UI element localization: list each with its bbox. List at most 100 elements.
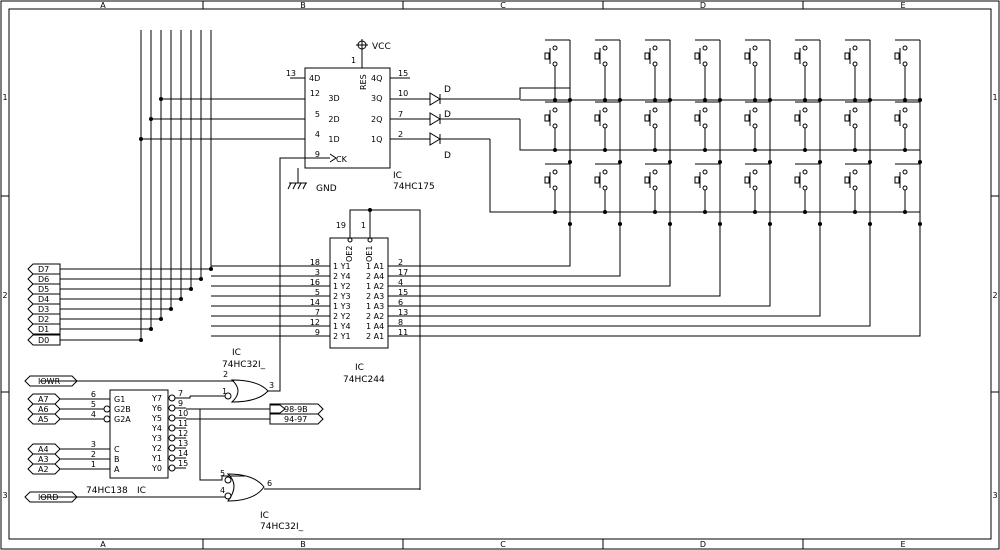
or-bot-pin-4: 4 [220, 486, 225, 495]
switch-contact [802, 185, 808, 191]
addr-98-9b-flag [269, 403, 324, 415]
switch-contact [852, 185, 858, 191]
diode-3-label: D [444, 151, 451, 161]
or-top-ref: IC [232, 348, 241, 358]
databus-label-d5: D5 [38, 285, 49, 294]
or-gate-bottom: 5 4 6 IC 74HC32I_ [40, 469, 420, 532]
ic244-left-name: 1 Y2 [333, 282, 351, 291]
ic138-output-name: Y2 [151, 444, 162, 453]
frame-row-2: 2 [2, 291, 7, 300]
push-switch-icon [694, 39, 722, 102]
iowr-flag [24, 375, 78, 387]
databus-flag [27, 334, 61, 346]
junction-dot [553, 98, 557, 102]
inversion-bubble [168, 424, 176, 432]
ic138-output-name: Y0 [151, 464, 162, 473]
ic175-pin-7: 7 [398, 110, 403, 119]
ic175-in-2d: 2D [328, 115, 339, 124]
junction-dot [139, 137, 143, 141]
frame-row-1-right: 1 [992, 93, 997, 102]
ic138-enable-pin: 5 [91, 400, 96, 409]
junction-dot [553, 148, 557, 152]
or-bot-pin-6: 6 [267, 479, 272, 488]
ic138-output-pin: 11 [178, 419, 188, 428]
junction-dot [189, 287, 193, 291]
switch-contact [802, 123, 808, 129]
switch-contact [552, 185, 558, 191]
frame-col-a-bottom: A [100, 540, 106, 549]
switch-button [644, 176, 650, 184]
databus-line [60, 30, 182, 300]
switch-contact [752, 185, 758, 191]
databus-label-d7: D7 [38, 265, 49, 274]
ic138-select-pin: 1 [91, 460, 96, 469]
push-switch-icon [894, 101, 922, 164]
switch-contact [802, 107, 808, 113]
inversion-bubble [168, 444, 176, 452]
junction-dot [653, 148, 657, 152]
diode-2-label: D [444, 110, 451, 120]
junction-dot [209, 267, 213, 271]
junction-dot [653, 98, 657, 102]
ic244-right-name: 2 A1 [366, 332, 384, 341]
switch-contact [652, 185, 658, 191]
inversion-bubble [168, 394, 176, 402]
diode-icon [429, 132, 441, 146]
addr-98-9b-label: 98-9B [284, 405, 308, 414]
switch-button [744, 52, 750, 60]
junction-dot [603, 98, 607, 102]
control-signals: IOWR IORD [24, 375, 78, 503]
junction-dot [753, 210, 757, 214]
addr-label-a4: A4 [38, 445, 49, 454]
addr-94-97-flag [269, 413, 324, 425]
junction-dot [853, 210, 857, 214]
switch-contact [752, 61, 758, 67]
switch-contact [552, 45, 558, 51]
ic244-left-pin-14: 14 [310, 298, 320, 307]
junction-dot [903, 148, 907, 152]
push-switch-icon [594, 163, 622, 226]
switch-contact [852, 61, 858, 67]
ic244-left-pin-16: 16 [310, 278, 320, 287]
switch-contact [602, 45, 608, 51]
ic244-left-pin-3: 3 [315, 268, 320, 277]
inversion-bubble [168, 404, 176, 412]
databus-line [60, 30, 152, 330]
switch-contact [752, 107, 758, 113]
address-flag [27, 463, 61, 475]
ic138-output-name: Y3 [151, 434, 162, 443]
frame-col-b: B [300, 1, 306, 10]
push-switch-icon [794, 39, 822, 102]
ic138-output-name: Y1 [151, 454, 162, 463]
junction-dot [159, 317, 163, 321]
ic175-in-3d: 3D [328, 94, 339, 103]
ic138-output-pin: 7 [178, 389, 183, 398]
switch-button [844, 176, 850, 184]
switch-button [794, 176, 800, 184]
switch-button [694, 176, 700, 184]
push-switch-icon [744, 101, 772, 164]
push-switch-icon [644, 163, 672, 226]
switch-contact [652, 169, 658, 175]
or-top-pin-2: 2 [223, 370, 228, 379]
clock-triangle-icon [329, 153, 337, 163]
push-switch-icon [544, 163, 572, 226]
frame-col-e-bottom: E [900, 540, 905, 549]
matrix-column-wire [388, 158, 621, 277]
push-switch-icon [594, 101, 622, 164]
databus-label-d3: D3 [38, 305, 49, 314]
junction-dot [868, 98, 872, 102]
ic244-right-pin-2: 2 [398, 258, 403, 267]
inversion-bubble [103, 415, 111, 423]
ic244-right-name: 1 A2 [366, 282, 384, 291]
address-outputs: 98-9B 94-97 [186, 403, 324, 481]
junction-dot [179, 297, 183, 301]
ic138-part: 74HC138 [86, 486, 128, 496]
push-switch-icon [644, 39, 672, 102]
ic175-out-3q: 3Q [371, 94, 382, 103]
switch-contact [652, 123, 658, 129]
ic138-output-pin: 14 [178, 449, 188, 458]
y7-to-gate [186, 396, 191, 399]
switch-contact [902, 185, 908, 191]
switch-contact [552, 123, 558, 129]
